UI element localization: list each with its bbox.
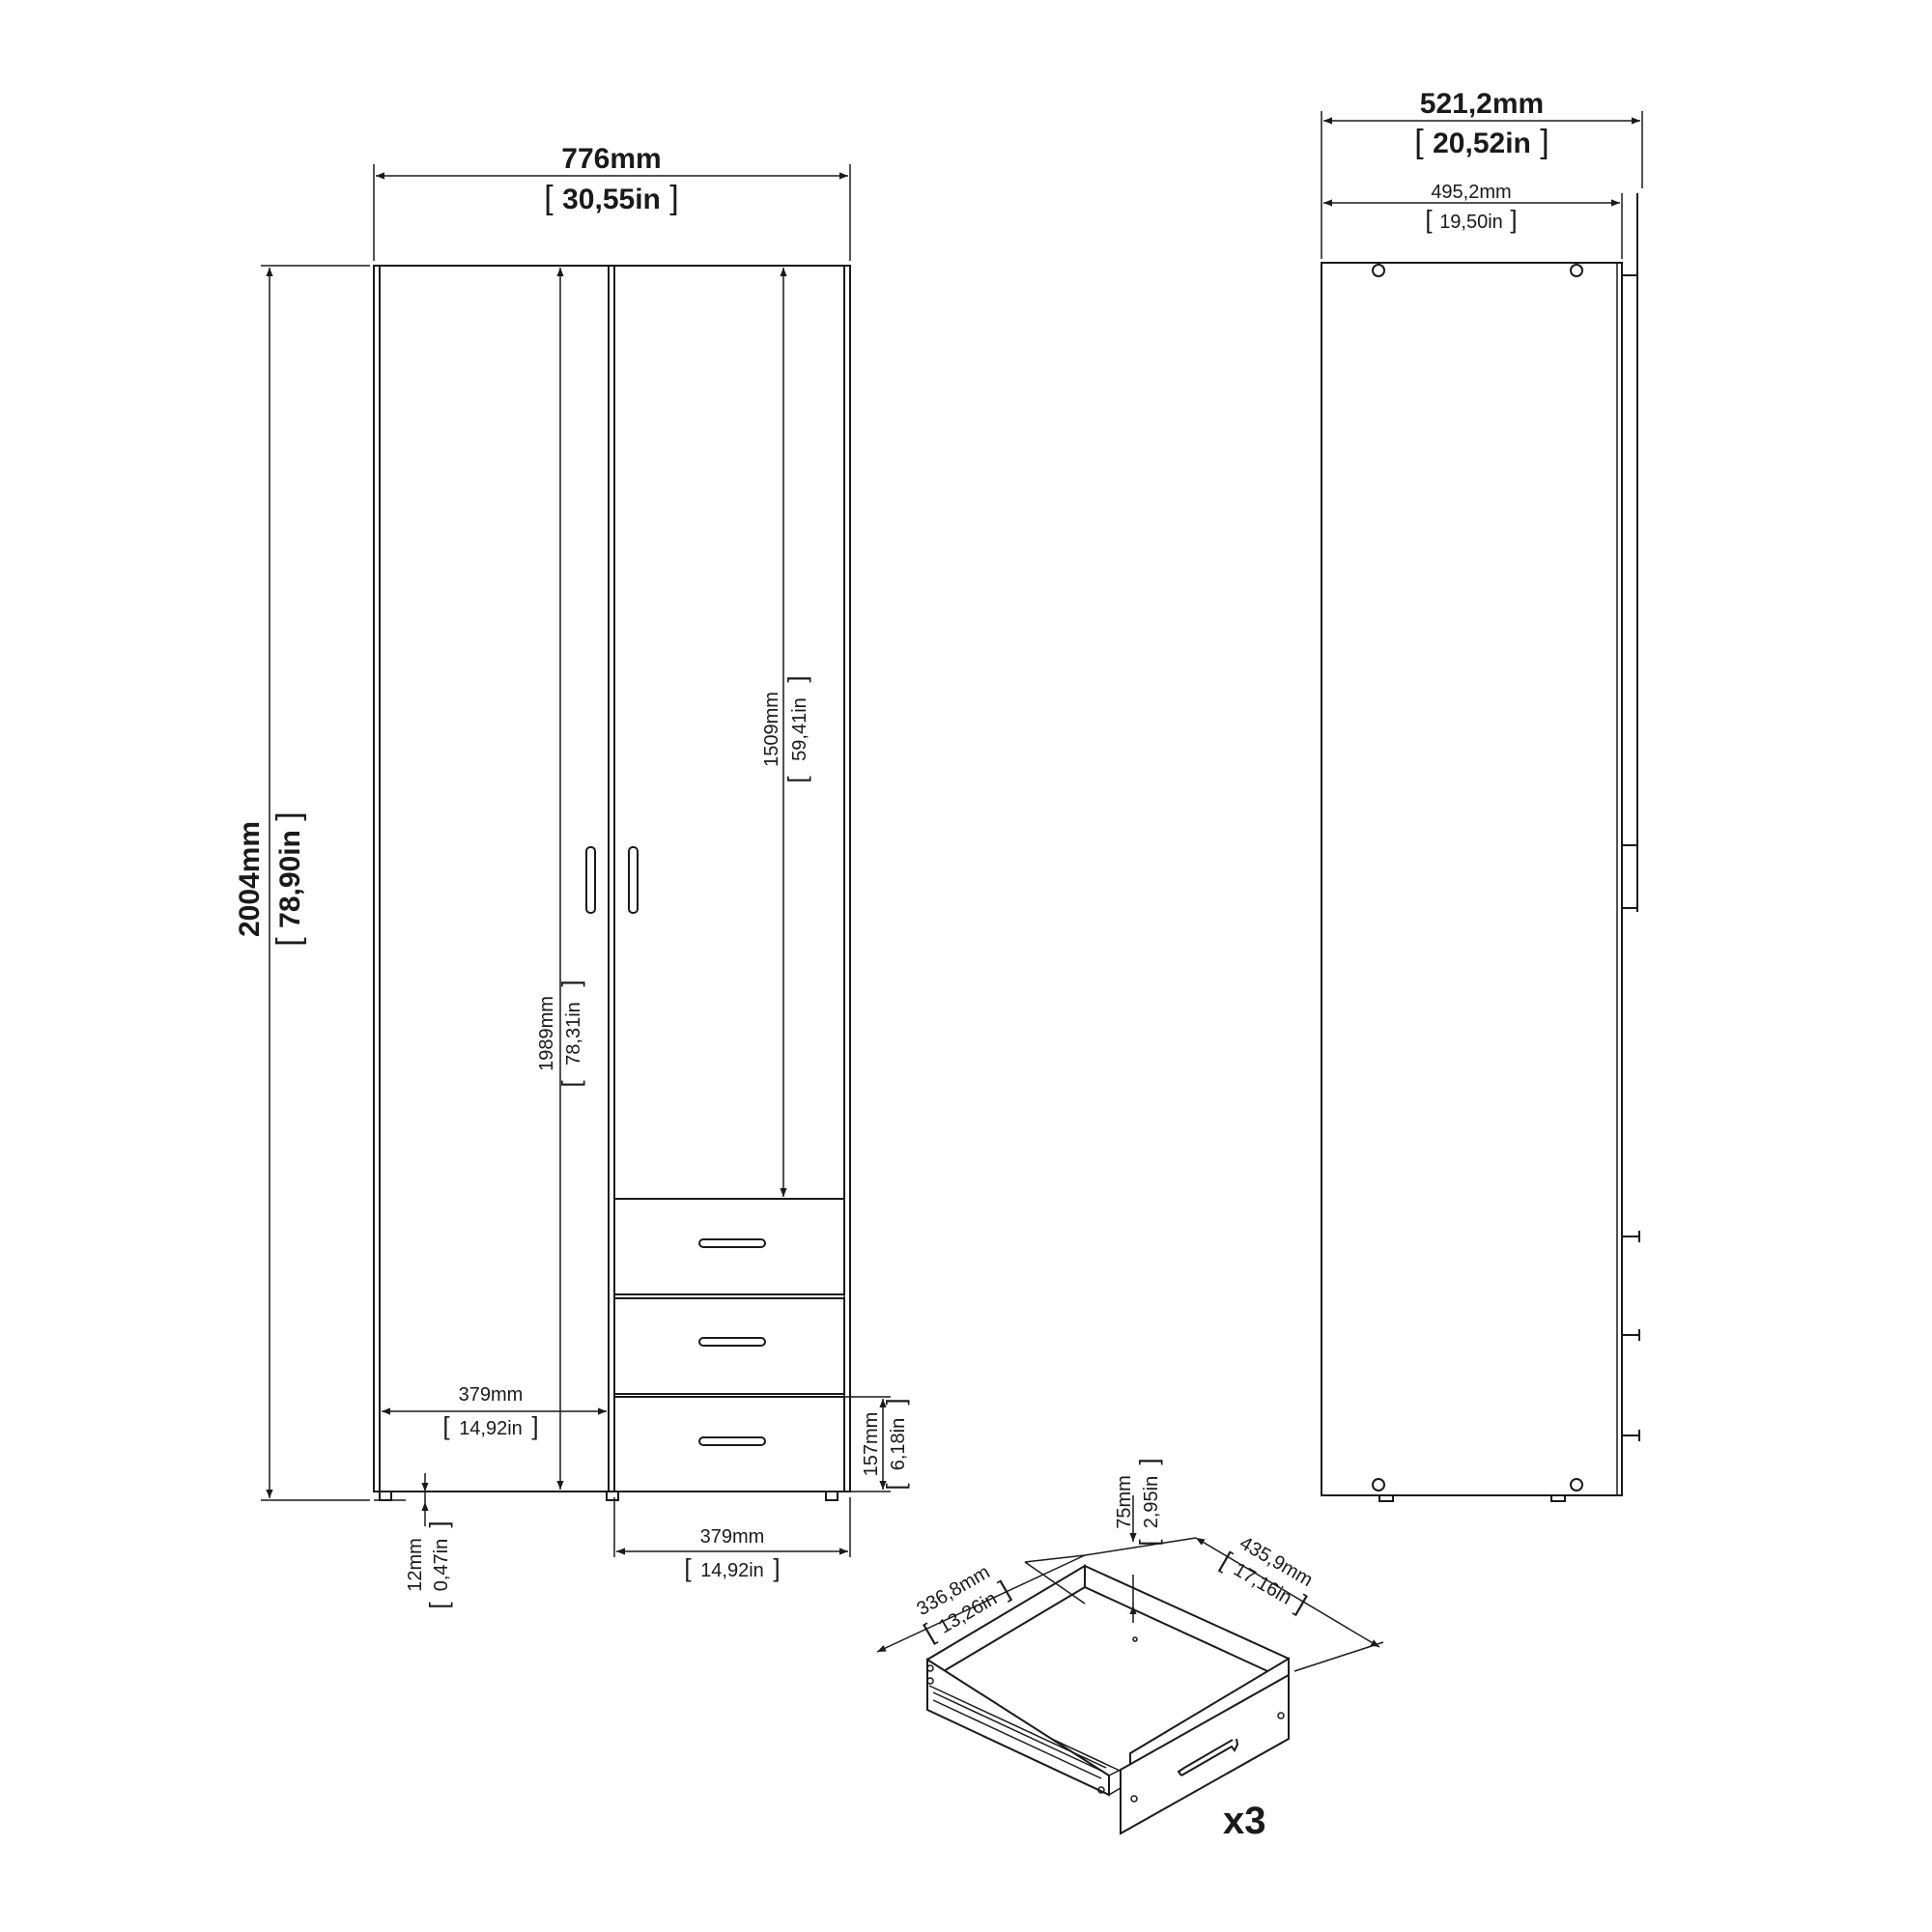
drawer-front-height-in: 6,18in xyxy=(888,1418,909,1471)
bracket: [ xyxy=(270,937,307,947)
bracket: [ xyxy=(442,1411,450,1440)
right-width-in: 14,92in xyxy=(700,1560,764,1581)
bracket: [ xyxy=(544,180,554,216)
side-panel xyxy=(1321,262,1623,1496)
left-width-in: 14,92in xyxy=(459,1418,523,1439)
drawer-3-handle xyxy=(698,1436,766,1446)
front-height-in: 78,90in xyxy=(274,830,306,928)
bracket: ] xyxy=(782,675,811,682)
bracket: [ xyxy=(1425,205,1433,234)
bracket: ] xyxy=(1292,1589,1312,1618)
front-width-in: 30,55in xyxy=(562,184,661,215)
front-width-mm: 776mm xyxy=(561,143,661,175)
drawer-front-panel xyxy=(1120,1673,1290,1835)
bracket: ] xyxy=(424,1520,453,1527)
bracket: [ xyxy=(1414,124,1424,160)
screw-icon xyxy=(1372,264,1385,277)
screw-icon xyxy=(1570,1478,1583,1492)
front-height-mm: 2004mm xyxy=(234,821,266,937)
drawer-1-handle xyxy=(698,1238,766,1248)
bracket: [ xyxy=(881,1483,910,1491)
foot xyxy=(379,1491,392,1501)
drawer-front-height-mm: 157mm xyxy=(861,1412,882,1477)
foot xyxy=(825,1491,838,1501)
inner-height-in: 78,31in xyxy=(563,1002,584,1065)
side-view: 521,2mm [ 20,52in ] 495,2mm [ 19,50in ] xyxy=(1321,88,1643,1502)
side-handle xyxy=(1621,844,1638,909)
left-width-mm: 379mm xyxy=(459,1384,524,1406)
bracket: [ xyxy=(424,1602,453,1609)
bracket: ] xyxy=(1510,205,1517,234)
bracket: [ xyxy=(684,1553,692,1582)
bracket: ] xyxy=(1134,1458,1163,1464)
bracket: [ xyxy=(782,776,811,783)
drawer-2-handle xyxy=(698,1337,766,1347)
bracket: ] xyxy=(669,180,678,216)
drawer-handle xyxy=(1177,1738,1239,1776)
screw-icon xyxy=(1570,264,1583,277)
side-depth-mm: 521,2mm xyxy=(1420,88,1544,120)
left-door-handle xyxy=(585,846,596,914)
foot xyxy=(1378,1494,1394,1502)
drawer-height-in: 2,95in xyxy=(1141,1476,1162,1529)
bracket: [ xyxy=(1134,1539,1163,1547)
foot-height-mm: 12mm xyxy=(405,1538,426,1592)
wardrobe-body xyxy=(373,265,851,1492)
drawer-height-mm: 75mm xyxy=(1114,1475,1135,1529)
drawer-2 xyxy=(613,1297,845,1395)
side-body-depth-in: 19,50in xyxy=(1439,212,1503,233)
bracket: ] xyxy=(531,1411,538,1440)
inner-height-mm: 1989mm xyxy=(536,996,557,1071)
door-height-mm: 1509mm xyxy=(761,692,782,767)
front-view: 776mm [ 30,55in ] 2004mm [ 78,90in ] 198… xyxy=(234,143,910,1609)
bracket: [ xyxy=(556,1080,585,1088)
foot xyxy=(1550,1494,1566,1502)
bracket: ] xyxy=(881,1398,910,1405)
drawer-1 xyxy=(613,1198,845,1295)
bracket: ] xyxy=(1540,124,1548,160)
drawer-count: x3 xyxy=(1223,1800,1266,1842)
bracket: ] xyxy=(270,811,307,820)
screw-icon xyxy=(1372,1478,1385,1492)
bracket: ] xyxy=(556,980,585,986)
side-body-depth-mm: 495,2mm xyxy=(1431,182,1511,203)
foot-height-in: 0,47in xyxy=(431,1539,452,1592)
right-width-mm: 379mm xyxy=(700,1526,765,1548)
foot xyxy=(606,1491,619,1501)
bracket: ] xyxy=(773,1553,780,1582)
left-door xyxy=(379,265,610,1492)
drawer-3 xyxy=(613,1396,845,1492)
drawer-detail: 75mm [ 2,95in ] 336,8mm [ 13,26in ] 435,… xyxy=(876,1458,1384,1842)
right-door-handle xyxy=(628,846,639,914)
side-depth-in: 20,52in xyxy=(1433,128,1531,159)
door-height-in: 59,41in xyxy=(789,697,810,761)
